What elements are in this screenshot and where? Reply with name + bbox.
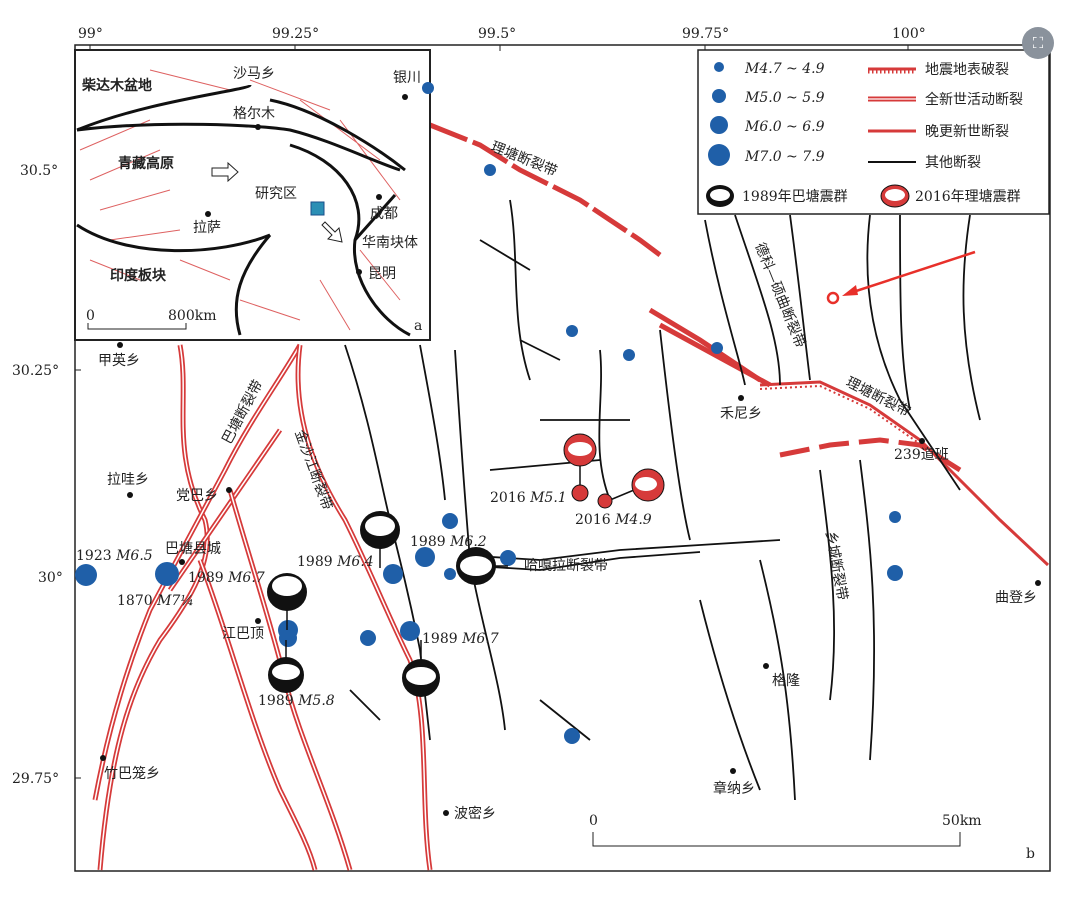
lat-tick: 30.25°: [12, 363, 59, 379]
lat-tick: 29.75°: [12, 771, 59, 787]
inset-label: 沙马乡: [233, 66, 275, 82]
svg-text:1989 M6.7: 1989 M6.7: [188, 570, 265, 586]
legend-label: 地震地表破裂: [925, 62, 1009, 78]
svg-text:1989 M6.7: 1989 M6.7: [422, 631, 499, 647]
inset-label: 昆明: [368, 266, 396, 282]
place-label: 拉哇乡: [107, 472, 149, 488]
legend-label: 晚更新世断裂: [925, 124, 1009, 140]
inset-label: 成都: [370, 206, 398, 222]
event-labels: 1923 M6.5 1870 M7¼ 1989 M6.7 1989 M6.4 1…: [76, 490, 652, 709]
scale-bar: 0 50km: [589, 813, 982, 847]
place-label: 竹巴笼乡: [104, 765, 160, 782]
inset-label: 格尔木: [233, 106, 275, 122]
inset-label: 研究区: [255, 186, 297, 202]
place-label: 239道班: [894, 447, 949, 463]
svg-text:1870 M7¼: 1870 M7¼: [117, 593, 194, 609]
inset-map: 柴达木盆地 沙马乡 银川 格尔木 青藏高原 研究区 成都 拉萨 华南块体 昆明 …: [74, 49, 431, 341]
inset-label: 拉萨: [193, 220, 221, 236]
legend-label: M7.0 ~ 7.9: [744, 149, 825, 165]
legend-label: 1989年巴塘震群: [742, 189, 848, 205]
lon-tick: 99°: [78, 26, 103, 42]
svg-text:2016 M4.9: 2016 M4.9: [575, 512, 652, 528]
fault-label: 哈嘎拉断裂带: [524, 558, 608, 574]
inset-scale-label: 800km: [168, 308, 216, 324]
lon-axis: 99° 99.25° 99.5° 99.75° 100°: [78, 26, 926, 51]
place-label: 章纳乡: [713, 780, 755, 797]
place-label: 江巴顶: [222, 626, 264, 642]
inset-scale-label: 0: [86, 308, 95, 324]
legend-label: M6.0 ~ 6.9: [744, 119, 825, 135]
svg-text:2016 M5.1: 2016 M5.1: [490, 490, 567, 506]
town-markers: [100, 342, 1041, 816]
inset-label: 青藏高原: [118, 155, 174, 172]
inset-label: 银川: [393, 70, 421, 86]
place-label: 禾尼乡: [720, 406, 762, 422]
lon-tick: 99.25°: [272, 26, 319, 42]
other-faults: [344, 199, 981, 801]
panel-label: b: [1026, 846, 1035, 862]
lat-tick: 30°: [38, 570, 63, 586]
image-search-button[interactable]: ⛶: [1022, 27, 1054, 59]
svg-text:0: 0: [589, 813, 598, 829]
study-area-marker: [310, 201, 325, 216]
focal-mechanisms-1989: [267, 511, 508, 697]
place-label: 党巴乡: [176, 488, 218, 504]
place-label: 甲英乡: [98, 352, 140, 369]
place-label: 巴塘县城: [165, 541, 221, 557]
place-labels: 甲英乡 拉哇乡 党巴乡 巴塘县城 江巴顶 竹巴笼乡 波密乡 禾尼乡 239道班 …: [98, 352, 1037, 822]
legend-label: M4.7 ~ 4.9: [744, 61, 825, 77]
lat-axis: 30.5° 30.25° 30° 29.75°: [12, 163, 81, 787]
inset-label: 柴达木盆地: [81, 77, 152, 94]
marked-location-circle: [826, 291, 840, 305]
svg-text:1989 M5.8: 1989 M5.8: [258, 693, 335, 709]
inset-panel-label: a: [414, 318, 422, 334]
place-label: 曲登乡: [995, 590, 1037, 606]
lon-tick: 100°: [892, 26, 926, 42]
annotation-arrow: [826, 250, 976, 305]
svg-text:1923 M6.5: 1923 M6.5: [76, 548, 153, 564]
place-label: 波密乡: [454, 805, 496, 822]
legend-label: M5.0 ~ 5.9: [744, 90, 825, 106]
legend-label: 其他断裂: [925, 155, 981, 171]
legend: M4.7 ~ 4.9 M5.0 ~ 5.9 M6.0 ~ 6.9 M7.0 ~ …: [697, 49, 1050, 215]
place-label: 格隆: [772, 673, 800, 689]
svg-text:1989 M6.2: 1989 M6.2: [410, 534, 487, 550]
lon-tick: 99.75°: [682, 26, 729, 42]
legend-label: 全新世活动断裂: [925, 91, 1023, 108]
svg-text:50km: 50km: [942, 813, 982, 829]
inset-label: 华南块体: [362, 235, 418, 251]
focal-mechanisms-2016: [563, 433, 665, 509]
inset-label: 印度板块: [110, 267, 167, 284]
legend-label: 2016年理塘震群: [915, 189, 1021, 205]
lat-tick: 30.5°: [20, 163, 58, 179]
svg-text:1989 M6.4: 1989 M6.4: [297, 554, 374, 570]
lon-tick: 99.5°: [478, 26, 516, 42]
earthquake-epicenters: [75, 82, 903, 744]
